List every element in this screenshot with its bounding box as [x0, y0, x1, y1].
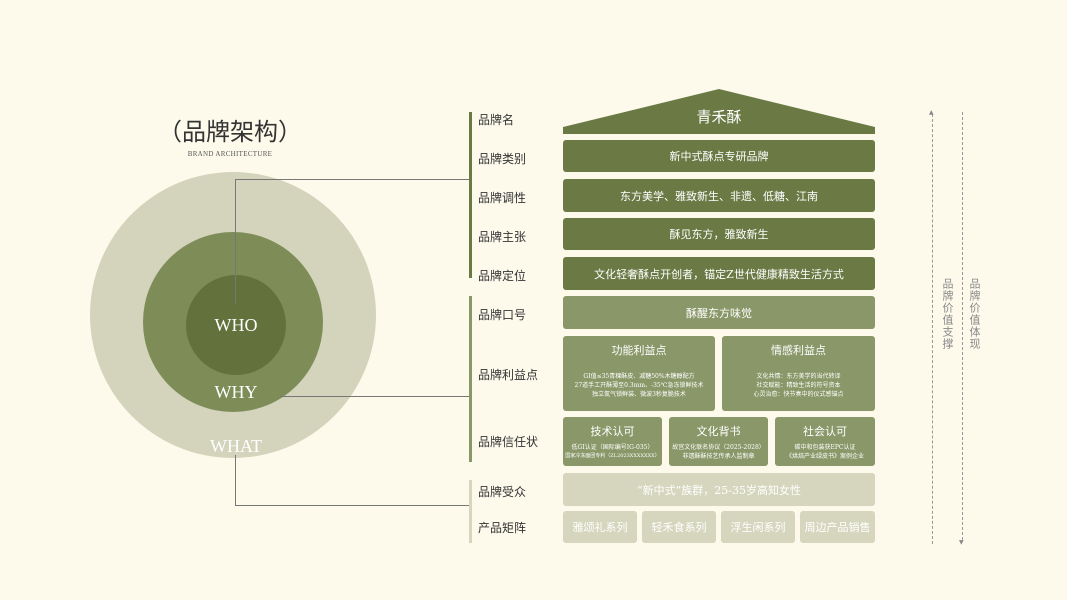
- row-label: 品牌口号: [478, 308, 527, 322]
- group-bar: [469, 480, 472, 543]
- trust-box: 技术认可 低GI认证（国际编号IG-035） 国家冷冻面团专利（ZL2023XXX…: [563, 417, 662, 466]
- category-block: 新中式酥点专研品牌: [563, 140, 875, 172]
- trust-line: 非遗酥酥技艺传承人监制章: [682, 453, 755, 460]
- support-arrow: [932, 114, 933, 544]
- brand-name: 青禾酥: [696, 108, 742, 126]
- tone-block: 东方美学、雅致新生、非遗、低糖、江南: [563, 179, 875, 212]
- product-item: 浮生闲系列: [721, 511, 795, 543]
- connector-line: [235, 505, 470, 506]
- row-label: 品牌受众: [478, 485, 527, 499]
- row-label: 品牌信任状: [478, 435, 539, 449]
- trust-line: 低GI认证（国际编号IG-035）: [571, 444, 654, 451]
- trust-title: 文化背书: [696, 425, 741, 438]
- benefit-line: GI值≤35青稞酥皮、减糖50%木糖醇配方: [583, 373, 695, 380]
- what-label: WHAT: [210, 436, 262, 456]
- arrow-up-icon: ▲: [929, 109, 934, 116]
- embody-label: 品牌价值体现: [966, 278, 982, 350]
- trust-line: 国家冷冻面团专利（ZL2023XXXXXXX）: [565, 453, 660, 459]
- connector-line: [235, 179, 236, 304]
- who-circle: [186, 275, 286, 375]
- benefit-title: 功能利益点: [611, 344, 667, 357]
- row-label: 品牌定位: [478, 269, 527, 283]
- row-label: 产品矩阵: [478, 521, 527, 535]
- row-label: 品牌主张: [478, 230, 527, 244]
- audience-block: “新中式”族群，25-35岁高知女性: [563, 473, 875, 506]
- benefit-line: 心灵治愈：快节奏中的仪式感锚点: [753, 391, 844, 398]
- row-label: 品牌调性: [478, 191, 527, 205]
- connector-line: [235, 455, 236, 505]
- benefit-line: 27道手工开酥薄至0.3mm、-35℃急冻锁鲜技术: [574, 382, 704, 389]
- benefit-line: 社交赋能：精致生活的符号资本: [756, 382, 841, 389]
- benefit-title: 情感利益点: [771, 344, 826, 357]
- trust-line: 碳中和包装获EPC认证: [794, 444, 856, 451]
- why-label: WHY: [214, 382, 258, 402]
- benefit-line: 独立氮气锁鲜装、微波3秒复脆技术: [592, 391, 686, 398]
- trust-title: 社会认可: [803, 425, 847, 438]
- proposition-block: 酥见东方，雅致新生: [563, 218, 875, 250]
- support-label: 品牌价值支撑: [939, 278, 955, 350]
- connector-line: [280, 396, 470, 397]
- row-label: 品牌名: [478, 113, 515, 127]
- product-item: 轻禾食系列: [642, 511, 716, 543]
- page-subtitle: BRAND ARCHITECTURE: [187, 150, 273, 158]
- benefit-box: 情感利益点 文化共情：东方美学的当代转译 社交赋能：精致生活的符号资本 心灵治愈…: [722, 336, 875, 411]
- trust-box: 社会认可 碳中和包装获EPC认证《烘焙产业绿皮书》案例企业: [775, 417, 875, 466]
- trust-line: 故宫文化联名协议（2025-2028）: [672, 444, 765, 451]
- row-label: 品牌类别: [478, 152, 527, 166]
- arrow-down-icon: ▼: [959, 539, 964, 546]
- roof-shape: [563, 89, 875, 134]
- benefit-line: 文化共情：东方美学的当代转译: [756, 373, 841, 380]
- product-item: 雅颂礼系列: [563, 511, 637, 543]
- group-bar: [469, 112, 472, 278]
- group-bar: [469, 296, 472, 462]
- embody-arrow: [962, 112, 963, 540]
- row-label: 品牌利益点: [478, 368, 539, 382]
- trust-title: 技术认可: [590, 425, 635, 438]
- who-label: WHO: [214, 315, 258, 335]
- benefit-box: 功能利益点 GI值≤35青稞酥皮、减糖50%木糖醇配方 27道手工开酥薄至0.3…: [563, 336, 715, 411]
- page-title: （品牌架构）: [158, 118, 302, 146]
- connector-line: [235, 179, 470, 180]
- trust-box: 文化背书 故宫文化联名协议（2025-2028） 非遗酥酥技艺传承人监制章: [669, 417, 768, 466]
- product-item: 周边产品销售: [800, 511, 875, 543]
- trust-line: 《烘焙产业绿皮书》案例企业: [785, 453, 864, 460]
- positioning-block: 文化轻奢酥点开创者，锚定Z世代健康精致生活方式: [563, 257, 875, 290]
- slogan-block: 酥醒东方味觉: [563, 296, 875, 329]
